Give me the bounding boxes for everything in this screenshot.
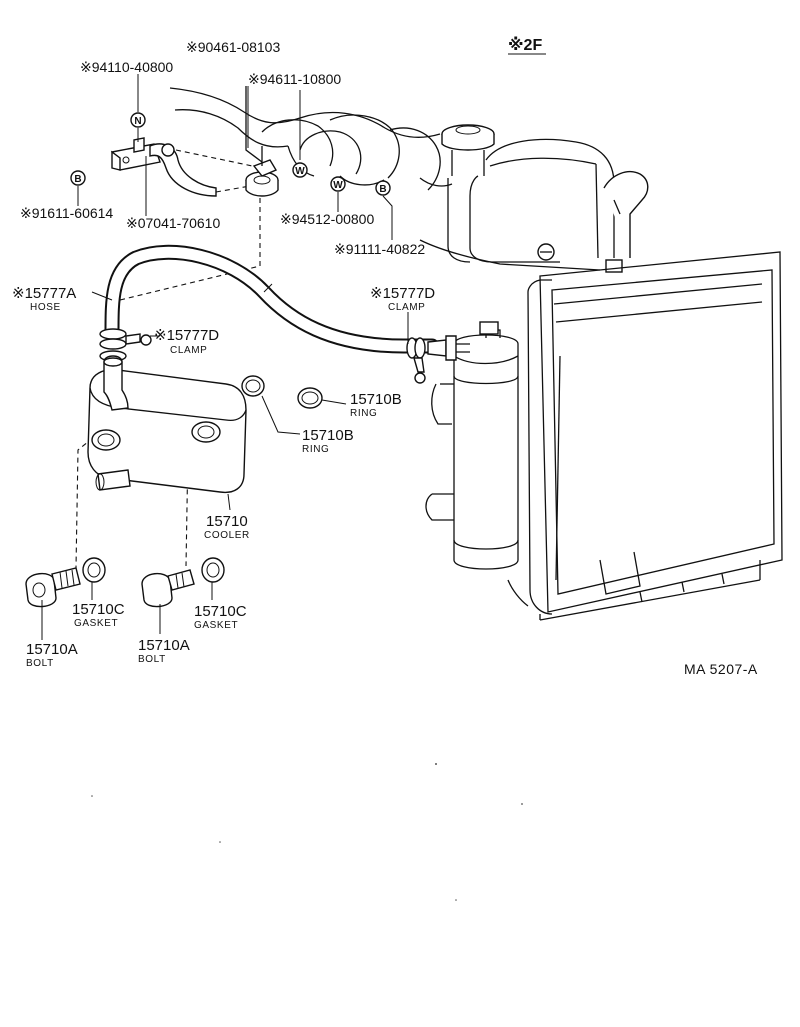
label-ring-left-name: RING	[302, 444, 329, 455]
symbol-w-upper: W	[292, 162, 308, 178]
clamp-left	[99, 328, 152, 362]
label-gasket-left-number: 15710C	[72, 601, 125, 618]
clamp-right	[406, 335, 470, 384]
bolt-right	[141, 569, 195, 608]
svg-text:N: N	[134, 116, 141, 127]
radiator-inlet-tank	[425, 321, 529, 607]
symbol-w-lower: W	[330, 176, 346, 192]
label-bolt-left-number: 15710A	[26, 641, 78, 658]
label-gasket-right-name: GASKET	[194, 620, 238, 631]
model-label: ※2F	[508, 36, 542, 54]
label-94611-10800: ※94611-10800	[248, 71, 341, 87]
label-07041-70610: ※07041-70610	[126, 215, 220, 231]
label-ring-right-number: 15710B	[350, 391, 402, 408]
label-bolt-right-number: 15710A	[138, 637, 190, 654]
svg-text:W: W	[295, 166, 305, 177]
leader-lines	[41, 74, 409, 640]
guide-line-bracket	[119, 198, 261, 301]
oil-cooler	[87, 355, 247, 494]
label-94110-40800: ※94110-40800	[80, 59, 173, 75]
label-ring-left-number: 15710B	[302, 427, 354, 444]
ring-right	[297, 387, 323, 409]
label-cooler-number: 15710	[206, 513, 248, 530]
svg-text:B: B	[379, 184, 386, 195]
label-gasket-right-number: 15710C	[194, 603, 247, 620]
label-bolt-right-name: BOLT	[138, 654, 166, 665]
drawing-code: MA 5207-A	[684, 661, 758, 677]
label-90461-08103: ※90461-08103	[186, 39, 280, 55]
label-hose-name: HOSE	[30, 302, 61, 313]
intake-manifold	[169, 87, 453, 191]
manifold-hose-clamp	[245, 86, 279, 197]
gasket-right	[201, 557, 225, 583]
hose-bracket	[111, 137, 263, 197]
radiator	[527, 251, 783, 621]
label-bolt-left-name: BOLT	[26, 658, 54, 669]
symbol-b-left: B	[70, 170, 86, 186]
label-94512-00800: ※94512-00800	[280, 211, 374, 227]
svg-text:B: B	[74, 174, 81, 185]
label-cooler-name: COOLER	[204, 530, 250, 541]
gasket-left	[82, 557, 106, 583]
label-clamp-right-name: CLAMP	[388, 302, 425, 313]
label-gasket-left-name: GASKET	[74, 618, 118, 629]
ring-left	[241, 375, 265, 397]
symbol-n: N	[130, 112, 146, 128]
scan-specks	[91, 763, 523, 901]
hose	[104, 244, 440, 354]
label-ring-right-name: RING	[350, 408, 377, 419]
thermostat-housing	[419, 138, 649, 273]
label-clamp-left-name: CLAMP	[170, 345, 207, 356]
label-clamp-left-number: ※15777D	[154, 327, 219, 344]
svg-text:W: W	[333, 180, 343, 191]
bolt-left	[25, 567, 81, 608]
label-hose-number: ※15777A	[12, 285, 76, 302]
label-91111-40822: ※91111-40822	[334, 241, 425, 257]
radiator-cap	[441, 124, 495, 176]
label-clamp-right-number: ※15777D	[370, 285, 435, 302]
label-91611-60614: ※91611-60614	[20, 205, 113, 221]
symbol-b-right: B	[375, 180, 391, 196]
